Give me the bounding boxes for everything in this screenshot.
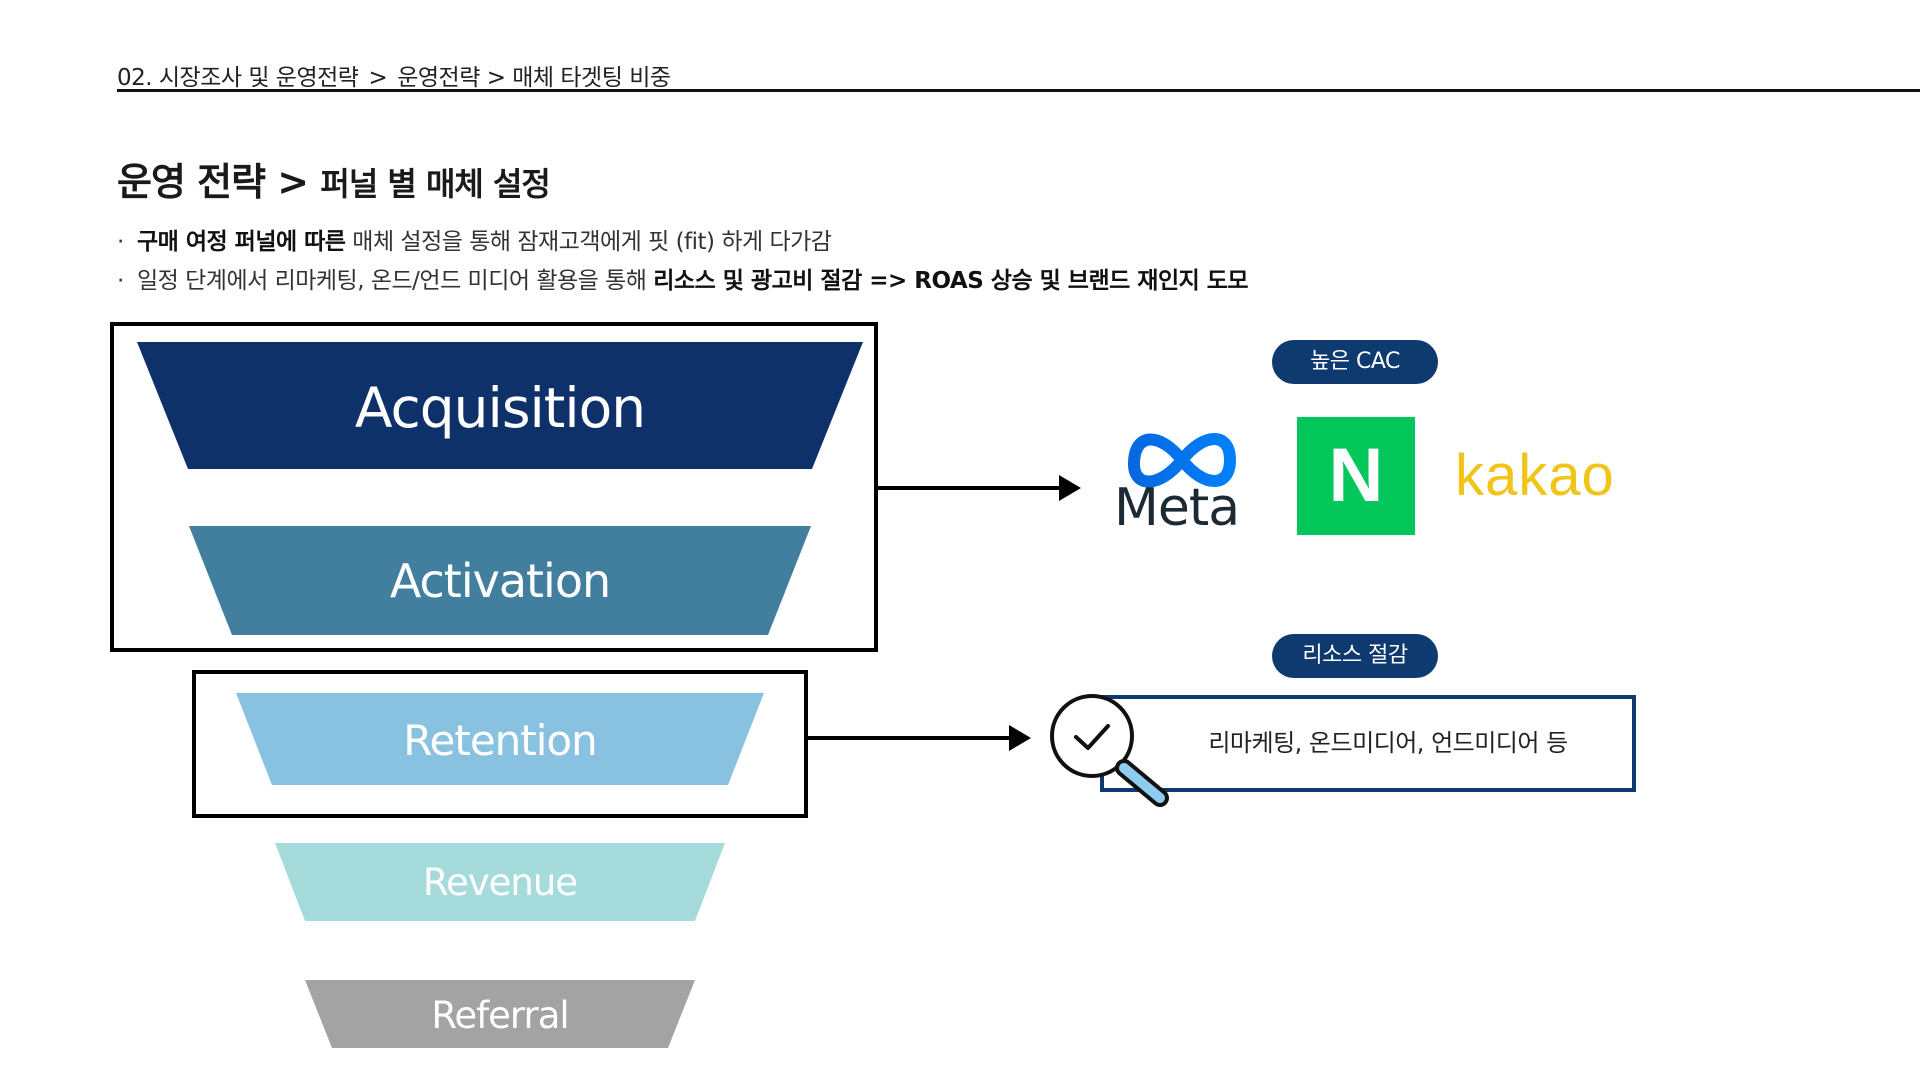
funnel-stage-acquisition-shape: [137, 342, 863, 469]
title-main: 운영 전략 >: [117, 160, 309, 204]
bullet-2-text: 일정 단계에서 리마케팅, 온드/언드 미디어 활용을 통해: [137, 268, 654, 294]
naver-logo: [1297, 417, 1415, 535]
funnel-label-revenue: Revenue: [422, 861, 578, 904]
meta-logo-text: Meta: [1114, 478, 1240, 538]
bullet-1-text: 매체 설정을 통해 잠재고객에게 핏 (fit) 하게 다가감: [345, 229, 832, 255]
bullet-marker: ·: [117, 229, 124, 255]
acquisition-activation-group-box: [110, 322, 878, 652]
page-title: 운영 전략 > 퍼널 별 매체 설정: [117, 151, 551, 206]
high-cac-badge: 높은 CAC: [1272, 340, 1438, 384]
funnel-stage-referral-shape: [305, 980, 695, 1048]
header-rule: [117, 89, 1920, 92]
arrow-to-paid-media: [878, 475, 1081, 501]
funnel-label-activation: Activation: [389, 554, 611, 608]
breadcrumb: 02. 시장조사 및 운영전략 > 운영전략 > 매체 타겟팅 비중: [117, 58, 671, 92]
meta-infinity-icon: [1128, 433, 1236, 488]
magnifier-check-icon: [1050, 694, 1169, 807]
bullet-item-1: · 구매 여정 퍼널에 따른 매체 설정을 통해 잠재고객에게 핏 (fit) 하…: [117, 222, 832, 256]
bullet-item-2: · 일정 단계에서 리마케팅, 온드/언드 미디어 활용을 통해 리소스 및 광고…: [117, 261, 1249, 295]
bullet-1-bold: 구매 여정 퍼널에 따른: [137, 229, 346, 255]
breadcrumb-separator: >: [368, 65, 388, 91]
funnel-label-acquisition: Acquisition: [354, 376, 646, 440]
funnel-stage-revenue-shape: [275, 843, 725, 921]
funnel-label-referral: Referral: [431, 994, 569, 1037]
resource-saving-badge: 리소스 절감: [1272, 634, 1438, 678]
bullet-2-bold: 리소스 및 광고비 절감 => ROAS 상승 및 브랜드 재인지 도모: [653, 268, 1249, 294]
naver-logo-letter: N: [1328, 433, 1384, 518]
funnel-stage-activation-shape: [189, 526, 811, 635]
remarketing-text: 리마케팅, 온드미디어, 언드미디어 등: [1208, 729, 1568, 757]
breadcrumb-page: > 매체 타겟팅 비중: [486, 65, 671, 91]
funnel-stage-retention-shape: [236, 693, 764, 785]
title-sub: 퍼널 별 매체 설정: [320, 165, 551, 203]
remarketing-box: [1100, 695, 1636, 792]
breadcrumb-subsection: 운영전략: [397, 65, 480, 91]
breadcrumb-section: 02. 시장조사 및 운영전략: [117, 65, 359, 91]
bullet-marker: ·: [117, 268, 124, 294]
kakao-logo: kakao: [1455, 443, 1615, 508]
retention-group-box: [192, 670, 808, 818]
funnel-label-retention: Retention: [403, 716, 598, 765]
arrow-to-remarketing: [808, 725, 1031, 751]
